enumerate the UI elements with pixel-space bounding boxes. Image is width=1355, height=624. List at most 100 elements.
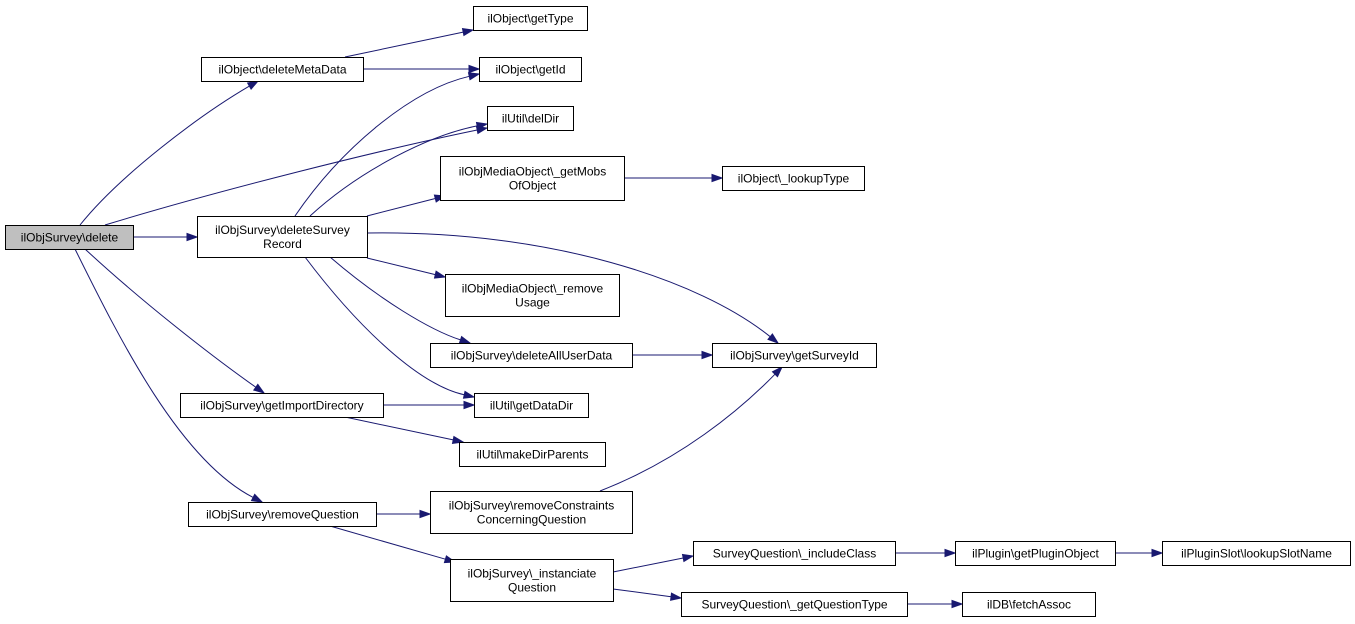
node-label: ilObjSurvey\deleteSurvey xyxy=(215,223,350,237)
edge-root-to-getImportDirectory xyxy=(84,248,266,394)
node-getType[interactable]: ilObject\getType xyxy=(473,6,588,31)
node-box xyxy=(487,106,574,131)
node-label: SurveyQuestion\_getQuestionType xyxy=(701,598,887,612)
node-box xyxy=(681,592,908,617)
node-lookupType[interactable]: ilObject\_lookupType xyxy=(722,166,865,191)
node-box xyxy=(450,559,614,602)
node-box xyxy=(459,442,606,467)
node-label: ilPluginSlot\lookupSlotName xyxy=(1181,547,1332,561)
node-box xyxy=(197,216,368,258)
arrowhead-icon xyxy=(711,173,724,183)
node-label: ilObjSurvey\_instanciate xyxy=(468,567,597,581)
edge-line xyxy=(366,232,771,338)
node-box xyxy=(479,57,582,82)
node-fetchAssoc[interactable]: ilDB\fetchAssoc xyxy=(962,592,1096,617)
node-includeClass[interactable]: SurveyQuestion\_includeClass xyxy=(693,541,896,566)
edge-deleteSurveyRecord-to-getDataDir xyxy=(304,256,476,399)
node-label: ilObject\_lookupType xyxy=(738,172,850,186)
edge-root-to-deleteSurveyRecord xyxy=(133,232,199,242)
node-label: ConcerningQuestion xyxy=(477,513,586,527)
node-box xyxy=(474,393,589,418)
arrowhead-icon xyxy=(419,509,432,519)
node-getSurveyId[interactable]: ilObjSurvey\getSurveyId xyxy=(712,343,877,368)
node-box xyxy=(5,225,134,250)
node-box xyxy=(962,592,1096,617)
edge-includeClass-to-getPluginObject xyxy=(895,548,957,558)
node-deleteAllUserData[interactable]: ilObjSurvey\deleteAllUserData xyxy=(430,343,633,368)
edge-line xyxy=(329,525,446,560)
edge-line xyxy=(344,416,454,441)
node-label: ilObject\getId xyxy=(495,63,565,77)
node-box xyxy=(430,343,633,368)
node-label: ilUtil\delDir xyxy=(502,112,559,126)
arrowhead-icon xyxy=(250,493,264,503)
arrowhead-icon xyxy=(951,599,964,609)
edge-line xyxy=(79,85,250,226)
node-getImportDirectory[interactable]: ilObjSurvey\getImportDirectory xyxy=(180,393,384,418)
node-box xyxy=(693,541,896,566)
node-deleteMetaData[interactable]: ilObject\deleteMetaData xyxy=(201,57,364,82)
node-box xyxy=(712,343,877,368)
node-label: ilObjSurvey\getSurveyId xyxy=(730,349,859,363)
node-label: Question xyxy=(508,581,556,595)
edge-deleteAllUserData-to-getSurveyId xyxy=(632,350,714,360)
edge-getImportDirectory-to-makeDirParents xyxy=(344,416,465,444)
edge-deleteMetaData-to-getType xyxy=(344,28,475,58)
edge-line xyxy=(104,129,478,226)
arrowhead-icon xyxy=(767,333,780,344)
edge-deleteSurveyRecord-to-getSurveyId xyxy=(366,232,780,344)
node-label: ilObject\deleteMetaData xyxy=(218,63,346,77)
arrowhead-icon xyxy=(1151,548,1164,558)
arrowhead-icon xyxy=(670,592,683,601)
node-box xyxy=(445,274,620,317)
node-label: ilObjSurvey\removeConstraints xyxy=(449,499,614,513)
arrowhead-icon xyxy=(681,553,695,563)
node-makeDirParents[interactable]: ilUtil\makeDirParents xyxy=(459,442,606,467)
node-root[interactable]: ilObjSurvey\delete xyxy=(5,225,134,250)
node-getQuestionType[interactable]: SurveyQuestion\_getQuestionType xyxy=(681,592,908,617)
node-label: ilObjMediaObject\_remove xyxy=(462,282,604,296)
node-box xyxy=(1162,541,1351,566)
arrowhead-icon xyxy=(701,350,714,360)
node-removeQuestion[interactable]: ilObjSurvey\removeQuestion xyxy=(188,502,377,527)
node-label: ilObject\getType xyxy=(487,12,573,26)
node-label: ilPlugin\getPluginObject xyxy=(972,547,1099,561)
edge-root-to-deleteMetaData xyxy=(79,80,260,226)
arrowhead-icon xyxy=(451,435,465,444)
node-getDataDir[interactable]: ilUtil\getDataDir xyxy=(474,393,589,418)
edge-line xyxy=(309,125,478,217)
node-label: ilDB\fetchAssoc xyxy=(987,598,1071,612)
node-delDir[interactable]: ilUtil\delDir xyxy=(487,106,574,131)
node-label: Usage xyxy=(515,296,550,310)
arrowhead-icon xyxy=(246,80,260,90)
node-getId[interactable]: ilObject\getId xyxy=(479,57,582,82)
nodes: ilObjSurvey\delete ilObject\deleteMetaDat… xyxy=(5,6,1351,617)
node-box xyxy=(188,502,377,527)
edge-line xyxy=(599,373,776,492)
edge-line xyxy=(84,248,257,388)
edge-line xyxy=(366,257,436,276)
arrowhead-icon xyxy=(186,232,199,242)
node-label: ilObjSurvey\getImportDirectory xyxy=(200,399,363,413)
arrowhead-icon xyxy=(252,383,266,394)
arrowhead-icon xyxy=(461,28,475,37)
arrowhead-icon xyxy=(433,270,447,279)
node-box xyxy=(473,6,588,31)
node-getPluginObject[interactable]: ilPlugin\getPluginObject xyxy=(955,541,1116,566)
node-box xyxy=(430,491,633,534)
edge-line xyxy=(304,256,465,396)
edge-line xyxy=(344,31,464,58)
edge-getQuestionType-to-fetchAssoc xyxy=(907,599,964,609)
node-lookupSlotName[interactable]: ilPluginSlot\lookupSlotName xyxy=(1162,541,1351,566)
edge-deleteMetaData-to-getId xyxy=(363,64,481,74)
edge-deleteSurveyRecord-to-getMobs xyxy=(366,194,447,217)
node-box xyxy=(955,541,1116,566)
edge-deleteSurveyRecord-to-removeUsage xyxy=(366,257,447,279)
node-removeConstraints[interactable]: ilObjSurvey\removeConstraintsConcerningQ… xyxy=(430,491,633,534)
